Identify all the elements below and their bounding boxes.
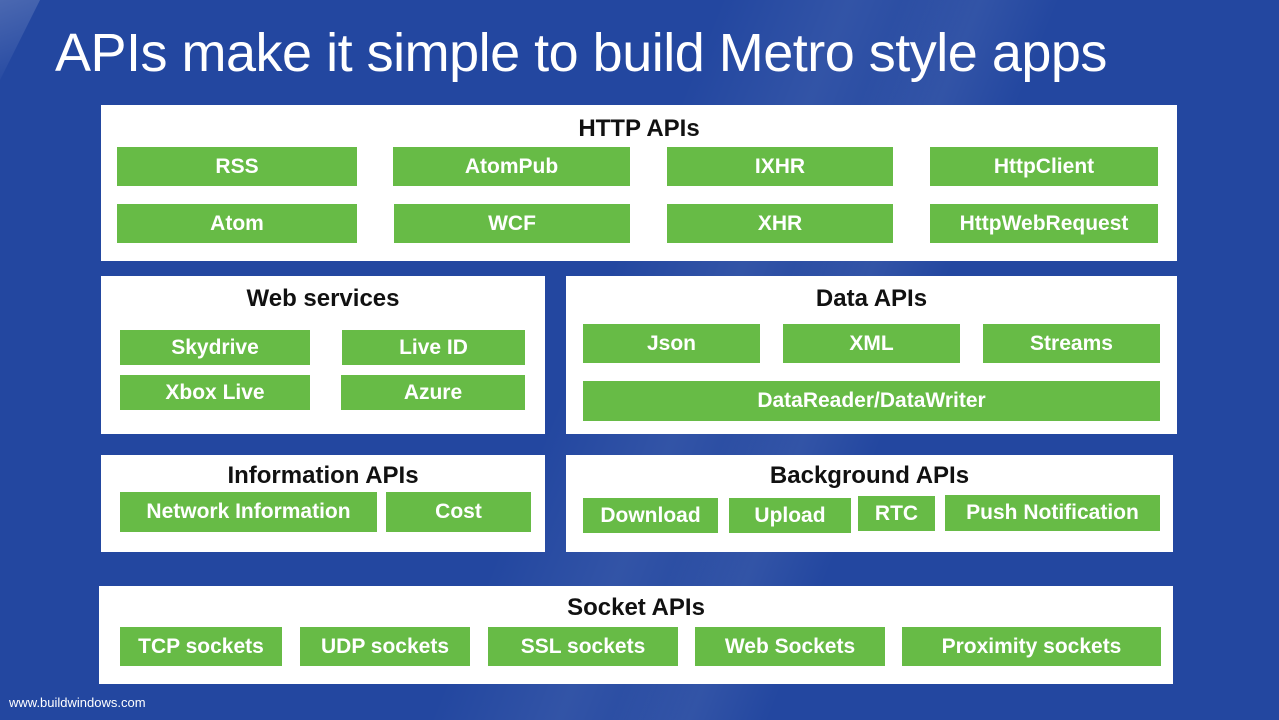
web-services-panel: Web services Skydrive Live ID Xbox Live …	[101, 276, 545, 434]
api-chip-xhr[interactable]: XHR	[667, 204, 893, 243]
api-chip-xbox-live[interactable]: Xbox Live	[120, 375, 310, 410]
panel-title: Socket APIs	[567, 594, 705, 621]
panel-title: Information APIs	[227, 462, 419, 489]
api-chip-json[interactable]: Json	[583, 324, 760, 363]
socket-apis-panel: Socket APIs TCP sockets UDP sockets SSL …	[99, 586, 1173, 684]
api-chip-web-sockets[interactable]: Web Sockets	[695, 627, 885, 666]
panel-title: Data APIs	[815, 285, 928, 312]
panel-title: HTTP APIs	[578, 115, 700, 142]
api-chip-rtc[interactable]: RTC	[858, 496, 935, 531]
data-apis-panel: Data APIs Json XML Streams DataReader/Da…	[566, 276, 1177, 434]
api-chip-upload[interactable]: Upload	[729, 498, 851, 533]
api-chip-atom[interactable]: Atom	[117, 204, 357, 243]
api-chip-cost[interactable]: Cost	[386, 492, 531, 532]
api-chip-rss[interactable]: RSS	[117, 147, 357, 186]
background-apis-panel: Background APIs Download Upload RTC Push…	[566, 455, 1173, 552]
api-chip-network-information[interactable]: Network Information	[120, 492, 377, 532]
http-apis-panel: HTTP APIs RSS AtomPub IXHR HttpClient At…	[101, 105, 1177, 261]
slide-title: APIs make it simple to build Metro style…	[55, 23, 1107, 83]
api-chip-httpclient[interactable]: HttpClient	[930, 147, 1158, 186]
api-chip-streams[interactable]: Streams	[983, 324, 1160, 363]
api-chip-xml[interactable]: XML	[783, 324, 960, 363]
api-chip-udp-sockets[interactable]: UDP sockets	[300, 627, 470, 666]
api-chip-ssl-sockets[interactable]: SSL sockets	[488, 627, 678, 666]
api-chip-datareader-datawriter[interactable]: DataReader/DataWriter	[583, 381, 1160, 421]
panel-title: Background APIs	[769, 462, 970, 489]
api-chip-azure[interactable]: Azure	[341, 375, 525, 410]
information-apis-panel: Information APIs Network Information Cos…	[101, 455, 545, 552]
api-chip-proximity-sockets[interactable]: Proximity sockets	[902, 627, 1161, 666]
api-chip-download[interactable]: Download	[583, 498, 718, 533]
api-chip-atompub[interactable]: AtomPub	[393, 147, 630, 186]
api-chip-skydrive[interactable]: Skydrive	[120, 330, 310, 365]
api-chip-ixhr[interactable]: IXHR	[667, 147, 893, 186]
api-chip-wcf[interactable]: WCF	[394, 204, 630, 243]
api-chip-httpwebrequest[interactable]: HttpWebRequest	[930, 204, 1158, 243]
corner-decoration	[0, 0, 40, 80]
api-chip-push-notification[interactable]: Push Notification	[945, 495, 1160, 531]
api-chip-live-id[interactable]: Live ID	[342, 330, 525, 365]
panel-title: Web services	[246, 285, 400, 312]
api-chip-tcp-sockets[interactable]: TCP sockets	[120, 627, 282, 666]
footer-url[interactable]: www.buildwindows.com	[9, 695, 146, 710]
